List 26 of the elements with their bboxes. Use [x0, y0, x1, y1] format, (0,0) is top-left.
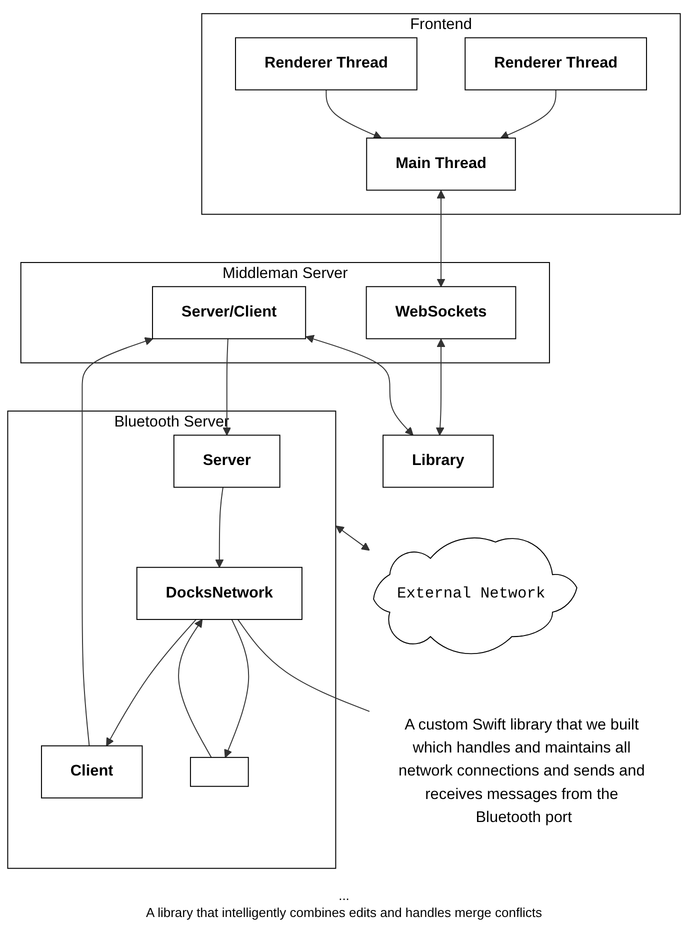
arrow: [326, 89, 382, 139]
arrow: [215, 486, 224, 568]
arrow: [82, 337, 154, 746]
arrow: [436, 190, 446, 288]
node-box: Server: [173, 434, 280, 488]
node-box: DocksNetwork: [136, 566, 302, 620]
arrow: [436, 338, 446, 436]
node-box: Server/Client: [152, 286, 306, 340]
arrow: [306, 334, 414, 436]
arrow: [336, 526, 370, 551]
connector: [237, 618, 370, 712]
node-box: WebSockets: [366, 286, 516, 340]
node-box: Client: [41, 745, 143, 798]
node-box: [190, 756, 249, 787]
node-box: Library: [382, 434, 494, 488]
node-text: A custom Swift library that we built which handles and maintains all network connections and sends and receives messages from the Bluetooth port: [398, 716, 645, 826]
node-box: Renderer Thread: [464, 37, 647, 90]
arrow: [222, 338, 232, 436]
arrow: [106, 618, 197, 746]
arrow: [178, 619, 212, 758]
arrow: [500, 89, 556, 139]
node-box: Renderer Thread: [235, 37, 418, 90]
note-text: ...: [338, 888, 350, 903]
node-box: Main Thread: [366, 138, 516, 191]
arrow: [224, 618, 250, 758]
note-text: A library that intelligently combines edits and handles merge conflicts: [146, 905, 542, 920]
